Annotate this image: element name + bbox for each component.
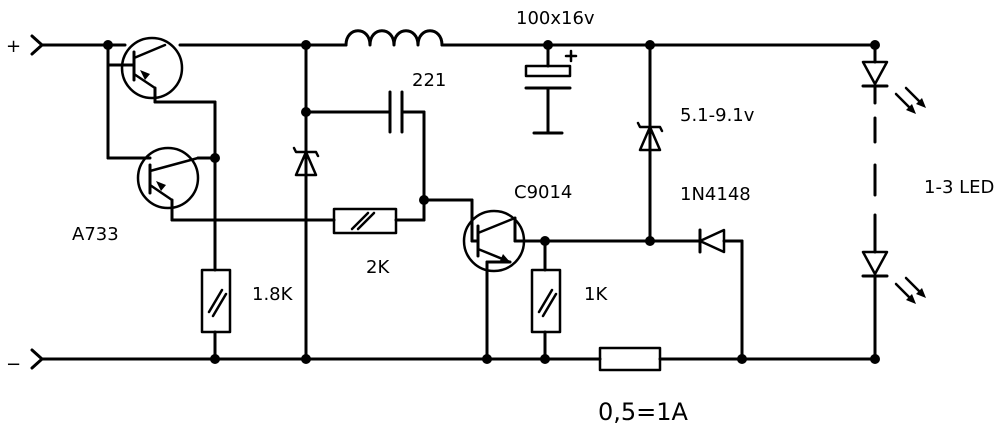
diode-1n4148	[648, 228, 744, 361]
a733-label: A733	[72, 224, 119, 245]
diode-label: 1N4148	[680, 184, 751, 205]
junction-dots	[103, 40, 880, 364]
c9014-label: C9014	[514, 182, 572, 203]
sense-resistor-label: 0,5=1A	[598, 398, 689, 426]
zener-label: 5.1-9.1v	[680, 105, 755, 126]
plus-terminal-label: +	[6, 36, 21, 57]
resistor-1k	[530, 239, 562, 361]
resistor-2k-label: 2K	[366, 257, 390, 278]
capacitor-221-label: 221	[412, 70, 446, 91]
led-string	[861, 43, 926, 361]
zener-diode-left	[292, 43, 320, 361]
sense-resistor	[598, 346, 662, 372]
resistor-1-8k	[200, 268, 232, 361]
electrolytic-capacitor	[524, 43, 578, 135]
minus-terminal-label: −	[6, 354, 21, 375]
c9014-transistor	[422, 198, 652, 361]
resistor-2k	[332, 198, 426, 235]
resistor-1k-label: 1K	[584, 284, 608, 305]
zener-diode-right	[636, 43, 664, 243]
a733-transistor-lower	[106, 146, 336, 222]
led-label: 1-3 LED	[924, 177, 994, 198]
capacitor-221	[304, 90, 426, 202]
resistor-1-8k-label: 1.8K	[252, 284, 294, 305]
a733-transistor-upper	[106, 36, 217, 272]
inductor	[344, 29, 444, 47]
electrolytic-capacitor-label: 100x16v	[516, 8, 595, 29]
